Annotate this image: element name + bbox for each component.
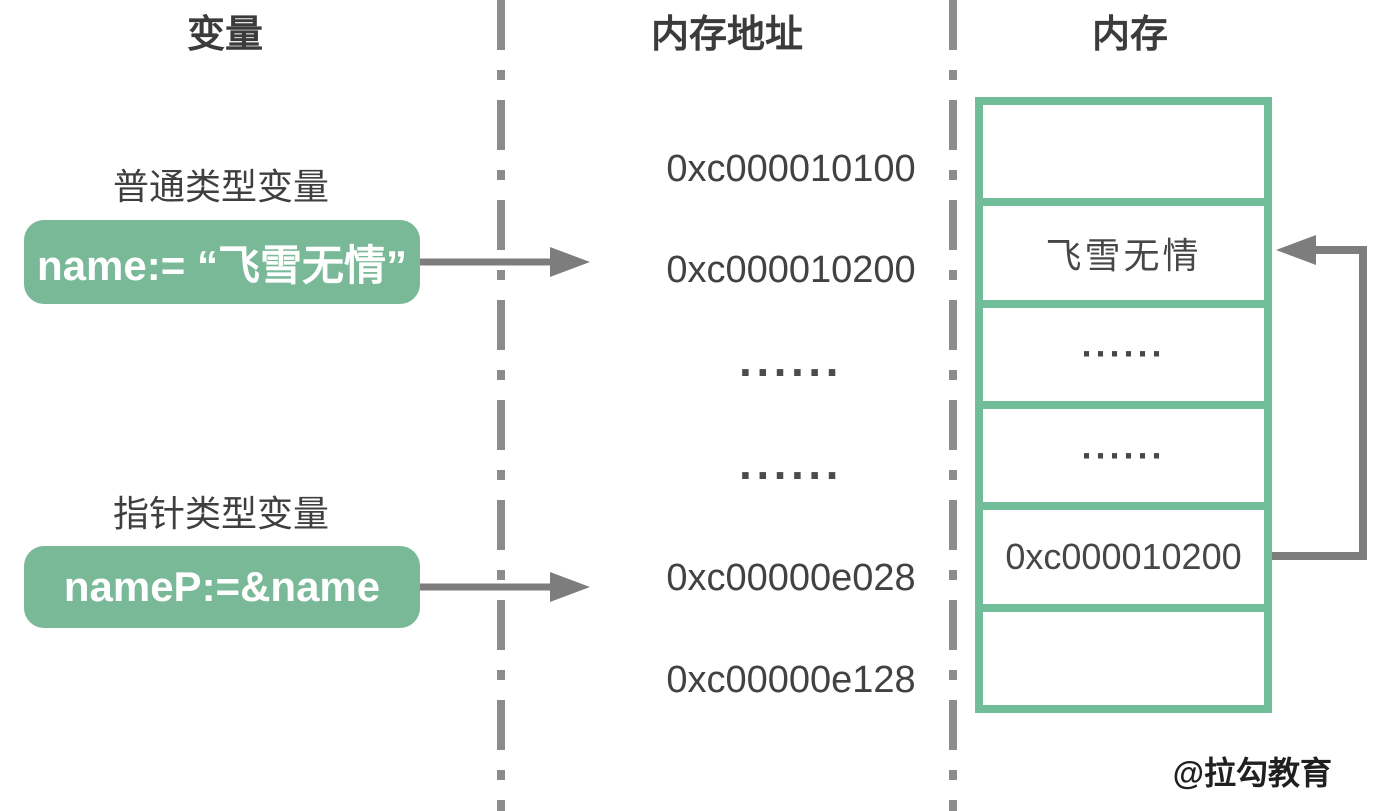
memory-table: 飞雪无情 ······ ······ 0xc000010200 bbox=[975, 97, 1272, 713]
memory-address-ellipsis: ······ bbox=[739, 346, 843, 398]
column-header-variable: 变量 bbox=[186, 14, 263, 56]
memory-cell-empty bbox=[983, 105, 1264, 198]
normal-variable-box: name:= “飞雪无情” bbox=[24, 220, 420, 304]
watermark: @拉勾教育 bbox=[1172, 755, 1332, 791]
normal-variable-code: name:= “飞雪无情” bbox=[37, 241, 407, 289]
memory-address-item: 0xc00000e028 bbox=[666, 557, 916, 599]
memory-cell-ellipsis: ······ bbox=[983, 299, 1264, 401]
memory-address-ellipsis: ······ bbox=[739, 449, 843, 501]
pointer-reference-arrow bbox=[1272, 235, 1367, 560]
column-header-memory-address: 内存地址 bbox=[650, 14, 803, 56]
memory-cell-pointer-value: 0xc000010200 bbox=[983, 502, 1264, 603]
arrow-name-to-address bbox=[420, 247, 590, 277]
memory-address-item: 0xc000010100 bbox=[666, 148, 916, 190]
memory-address-item: 0xc00000e128 bbox=[666, 659, 916, 701]
arrow-namep-to-address bbox=[420, 572, 590, 602]
pointer-variable-box: nameP:=&name bbox=[24, 546, 420, 628]
column-header-memory: 内存 bbox=[1091, 14, 1168, 56]
memory-cell-value: 飞雪无情 bbox=[983, 198, 1264, 299]
pointer-variable-label: 指针类型变量 bbox=[112, 493, 329, 534]
pointer-variable-code: nameP:=&name bbox=[63, 563, 381, 610]
normal-variable-label: 普通类型变量 bbox=[112, 166, 329, 207]
memory-cell-ellipsis: ······ bbox=[983, 400, 1264, 502]
memory-cell-empty bbox=[983, 603, 1264, 705]
memory-address-item: 0xc000010200 bbox=[666, 249, 916, 291]
